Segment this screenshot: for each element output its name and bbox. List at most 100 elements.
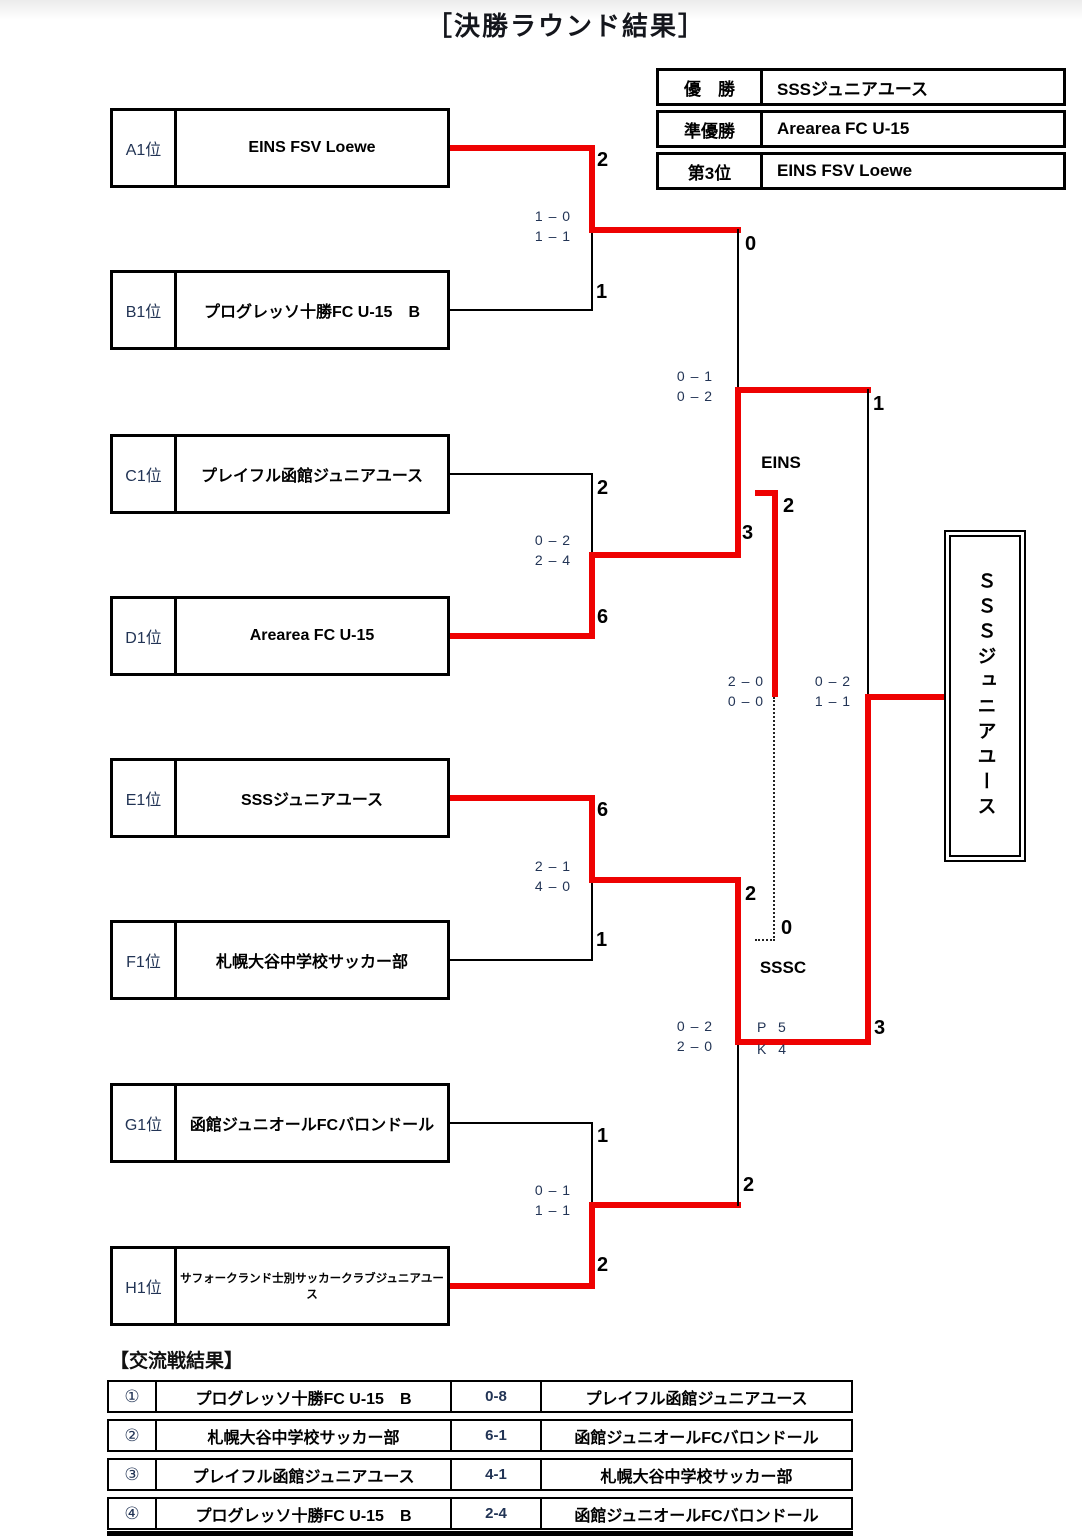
friendly-no: ④: [109, 1499, 157, 1528]
friendly-row-2: ② 札幌大谷中学校サッカー部 6-1 函館ジュニオールFCバロンドール: [107, 1419, 853, 1452]
seed-label: G1位: [113, 1086, 177, 1160]
bracket-vline-sf2-upper: [735, 877, 741, 1045]
bracket-line-h1: [450, 1283, 595, 1289]
seed-box-d1: D1位 Arearea FC U-15: [110, 596, 450, 676]
match-score: 1: [873, 393, 885, 415]
third-place-team-top: EINS: [761, 453, 801, 472]
bracket-vline-sf2-lower: [737, 1042, 739, 1206]
match-score: 2: [745, 883, 757, 905]
friendly-away: 札幌大谷中学校サッカー部: [600, 1468, 793, 1486]
team-name: Arearea FC U-15: [249, 627, 375, 644]
page-title: ［決勝ラウンド結果］: [425, 11, 706, 41]
seed-label: B1位: [113, 273, 177, 347]
bracket-line-d1: [450, 633, 595, 639]
friendly-home: プレイフル函館ジュニアユース: [157, 1460, 452, 1489]
friendly-score: 2-4: [452, 1499, 542, 1528]
podium-team: EINS FSV Loewe: [777, 161, 913, 180]
bracket-line-b1: [450, 309, 593, 311]
third-place-vline-red: [772, 490, 778, 697]
champion-box: ＳＳＳジュニアユース: [944, 530, 1026, 862]
third-place-stub-bottom: [755, 939, 775, 941]
bracket-line-sf1-winner: [735, 387, 871, 393]
podium-team: Arearea FC U-15: [777, 119, 910, 138]
bracket-vline-ab-upper: [589, 145, 595, 233]
seed-label: C1位: [113, 437, 177, 511]
bracket-vline-sf1-lower: [735, 387, 741, 558]
team-name: 函館ジュニオールFCバロンドール: [189, 1117, 435, 1134]
team-name: SSSジュニアユース: [240, 792, 384, 809]
seed-box-c1: C1位 プレイフル函館ジュニアユース: [110, 434, 450, 514]
friendly-away: 函館ジュニオールFCバロンドール: [574, 1429, 819, 1447]
seed-box-b1: B1位 プログレッソ十勝FC U-15 B: [110, 270, 450, 350]
friendly-no: ①: [109, 1382, 157, 1411]
podium-label: 第3位: [659, 155, 763, 187]
bracket-vline-sf1-upper: [737, 229, 739, 390]
team-name: プログレッソ十勝FC U-15 B: [203, 304, 420, 321]
third-place-vline-dotted: [773, 697, 775, 941]
match-score: 3: [742, 522, 754, 544]
bracket-line-sf2-winner: [735, 1039, 871, 1045]
friendly-score: 0-8: [452, 1382, 542, 1411]
bracket-line-gh-winner: [589, 1202, 741, 1208]
match-score: 1: [596, 281, 608, 303]
friendly-score: 6-1: [452, 1421, 542, 1450]
third-place-team-bottom: SSSC: [759, 958, 807, 977]
bracket-vline-ab-lower: [591, 230, 593, 311]
third-place-stub-top: [755, 490, 778, 496]
seed-label: D1位: [113, 599, 177, 673]
match-score: 0: [781, 917, 793, 939]
friendly-home: プログレッソ十勝FC U-15 B: [157, 1382, 452, 1411]
bracket-vline-gh-lower: [589, 1202, 595, 1289]
match-score: 1: [597, 1125, 609, 1147]
bracket-line-ef-winner: [589, 877, 741, 883]
bracket-vline-final-upper: [867, 389, 869, 700]
match-score: 2: [743, 1174, 755, 1196]
podium-team: SSSジュニアユース: [777, 79, 928, 99]
friendly-no: ②: [109, 1421, 157, 1450]
seed-box-e1: E1位 SSSジュニアユース: [110, 758, 450, 838]
bracket-line-c1: [450, 473, 593, 475]
bracket-vline-final-lower: [865, 694, 871, 1045]
bracket-line-ab-winner: [589, 227, 741, 233]
seed-box-h1: H1位 サフォークランド士別サッカークラブジュニアユース: [110, 1246, 450, 1326]
friendly-away: プレイフル函館ジュニアユース: [585, 1390, 808, 1408]
podium-row-third: 第3位 EINS FSV Loewe: [656, 152, 1066, 190]
bracket-line-cd-winner: [589, 552, 741, 558]
match-score: 2: [597, 149, 609, 171]
bracket-line-g1: [450, 1122, 593, 1124]
friendly-away: 函館ジュニオールFCバロンドール: [574, 1507, 819, 1525]
bracket-line-champion: [865, 694, 946, 700]
bracket-vline-cd-upper: [591, 473, 593, 555]
team-name: プレイフル函館ジュニアユース: [200, 468, 424, 485]
friendly-table-cutoff-edge: [107, 1531, 853, 1536]
match-score: 2: [597, 477, 609, 499]
friendly-row-1: ① プログレッソ十勝FC U-15 B 0-8 プレイフル函館ジュニアユース: [107, 1380, 853, 1413]
friendly-home: プログレッソ十勝FC U-15 B: [157, 1499, 452, 1528]
podium-label: 準優勝: [659, 113, 763, 145]
match-score: 6: [597, 799, 609, 821]
match-score: 1: [596, 929, 608, 951]
friendly-score: 4-1: [452, 1460, 542, 1489]
seed-label: A1位: [113, 111, 177, 185]
podium-row-champion: 優 勝 SSSジュニアユース: [656, 68, 1066, 106]
bracket-line-f1: [450, 959, 593, 961]
bracket-vline-ef-lower: [591, 880, 593, 961]
page-top-fade: [0, 0, 1082, 20]
team-name: サフォークランド士別サッカークラブジュニアユース: [180, 1273, 444, 1301]
friendly-results-heading: 【交流戦結果】: [110, 1351, 244, 1372]
seed-box-g1: G1位 函館ジュニオールFCバロンドール: [110, 1083, 450, 1163]
friendly-row-3: ③ プレイフル函館ジュニアユース 4-1 札幌大谷中学校サッカー部: [107, 1458, 853, 1491]
friendly-home: 札幌大谷中学校サッカー部: [157, 1421, 452, 1450]
podium-label: 優 勝: [659, 71, 763, 103]
bracket-line-e1: [450, 795, 595, 801]
team-name: 札幌大谷中学校サッカー部: [215, 954, 408, 971]
seed-label: H1位: [113, 1249, 177, 1323]
